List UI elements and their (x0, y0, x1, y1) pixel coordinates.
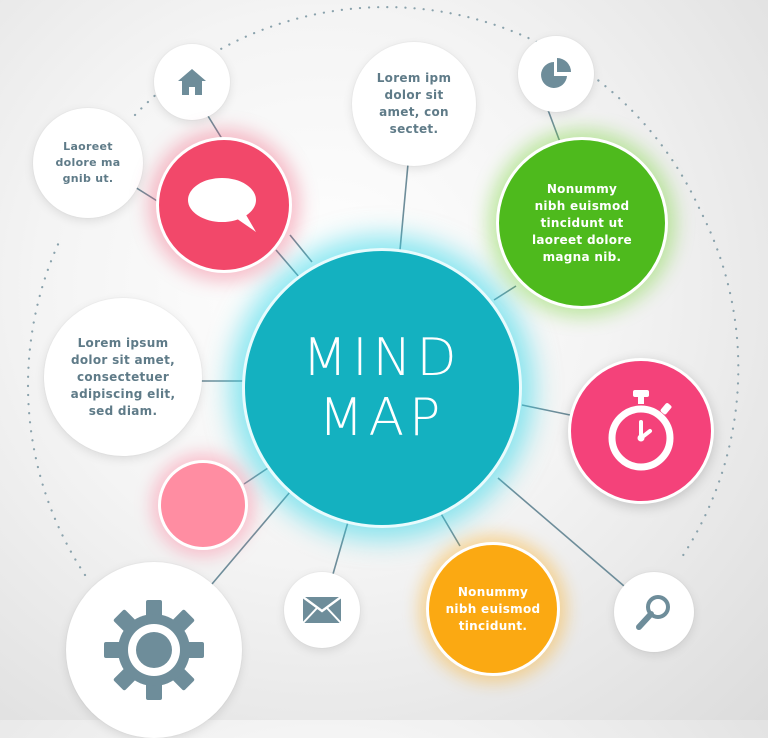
connector-timer (521, 404, 571, 416)
envelope-icon (302, 596, 342, 624)
connector-chat2 (289, 234, 313, 263)
connector-gear (211, 491, 291, 585)
home-icon (178, 69, 206, 95)
node-mail[interactable] (284, 572, 360, 648)
connectors (126, 109, 625, 587)
connector-pie (547, 109, 561, 143)
node-small-label: Laoreet dolore ma gnib ut. (55, 140, 121, 185)
speech-bubble-icon (188, 178, 256, 232)
connector-chat (275, 249, 301, 279)
node-gear[interactable] (66, 562, 242, 738)
node-left-text[interactable]: Lorem ipsum dolor sit amet, consectetuer… (44, 298, 202, 456)
node-top-text[interactable]: Lorem ipm dolor sit amet, con sectet. (352, 42, 476, 166)
node-top-label: Lorem ipm dolor sit amet, con sectet. (376, 71, 452, 136)
node-timer[interactable] (568, 358, 714, 504)
gear-icon (104, 600, 204, 700)
center-title-line1: MIND (302, 328, 462, 388)
node-search[interactable] (614, 572, 694, 652)
magnifier-icon (636, 595, 670, 630)
connector-top (399, 163, 409, 251)
connector-lines (26, 6, 740, 587)
node-orange-label: Nonummy nibh euismod tincidunt. (445, 584, 541, 633)
node-green-text[interactable]: Nonummy nibh euismod tincidunt ut laoree… (496, 137, 668, 309)
center-title-line2: MAP (318, 388, 446, 448)
node-left-label: Lorem ipsum dolor sit amet, consectetuer… (70, 335, 176, 418)
connector-orange (439, 511, 461, 547)
node-chat[interactable] (156, 137, 292, 273)
node-small-text[interactable]: Laoreet dolore ma gnib ut. (33, 108, 143, 218)
node-green-label: Nonummy nibh euismod tincidunt ut laoree… (531, 181, 632, 264)
connector-mail (332, 521, 349, 575)
node-pie[interactable] (518, 36, 594, 112)
connector-pink (243, 467, 269, 485)
connector-search (497, 477, 625, 587)
mind-map-diagram: MIND MAP Lorem ipm dolor sit amet, con s… (26, 6, 740, 700)
stopwatch-icon (608, 390, 674, 471)
dotted-orbit (26, 6, 740, 577)
node-home[interactable] (154, 44, 230, 120)
node-orange-text[interactable]: Nonummy nibh euismod tincidunt. (426, 542, 560, 676)
pie-chart-icon (541, 58, 571, 88)
center-node[interactable]: MIND MAP (242, 248, 522, 528)
connector-green (493, 285, 517, 301)
node-pink[interactable] (158, 460, 248, 550)
